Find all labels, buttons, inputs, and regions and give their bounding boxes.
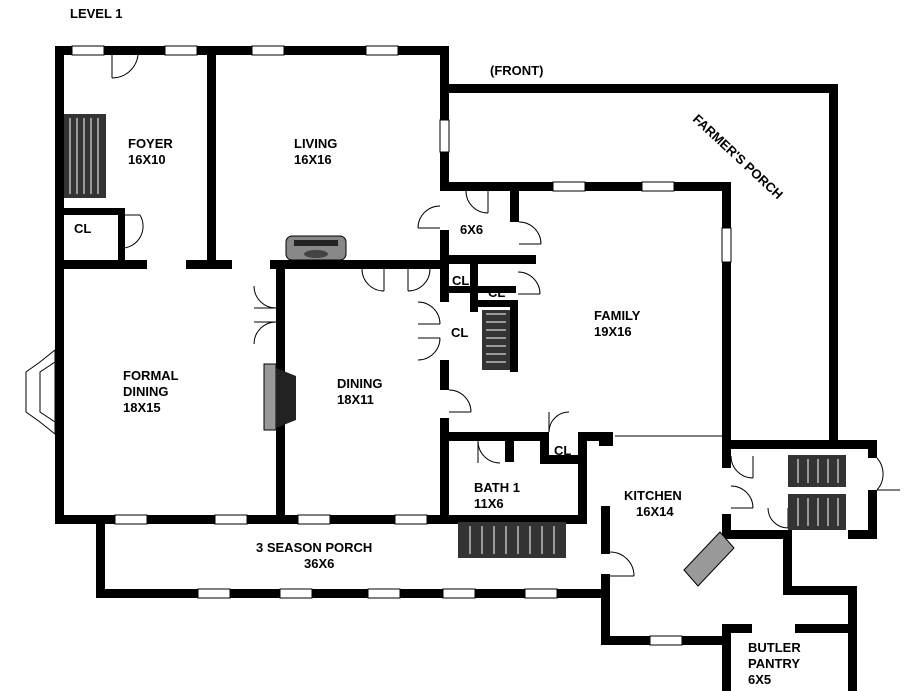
doors (111, 54, 900, 577)
closet-3: CL (451, 325, 468, 340)
kitchen-name: KITCHEN (624, 488, 682, 503)
fireplace-living (285, 235, 347, 261)
butler-name-2: PANTRY (748, 656, 800, 671)
closet-foyer: CL (74, 221, 91, 236)
dining-name: DINING (337, 376, 383, 391)
formal-dining-name-2: DINING (123, 384, 169, 399)
back-stairs (788, 455, 846, 530)
bath1-name: BATH 1 (474, 480, 520, 495)
formal-dining-name-1: FORMAL (123, 368, 179, 383)
season-porch-name: 3 SEASON PORCH (256, 540, 372, 555)
closet-1: CL (452, 273, 469, 288)
butler-name-1: BUTLER (748, 640, 801, 655)
level-label: LEVEL 1 (70, 6, 123, 21)
family-size: 19X16 (594, 324, 632, 339)
middle-stairs (482, 310, 510, 370)
foyer-name: FOYER (128, 136, 173, 151)
kitchen-size: 16X14 (636, 504, 674, 519)
windows (25, 45, 732, 646)
closet-2: CL (488, 285, 505, 300)
season-porch-size: 36X6 (304, 556, 334, 571)
formal-dining-size: 18X15 (123, 400, 161, 415)
stairs (64, 114, 846, 558)
butler-size: 6X5 (748, 672, 771, 687)
closet-kitchen: CL (554, 443, 571, 458)
fireplace-dining (263, 363, 296, 431)
family-name: FAMILY (594, 308, 641, 323)
foyer-stairs (64, 114, 106, 198)
front-label: (FRONT) (490, 63, 543, 78)
foyer-size: 16X10 (128, 152, 166, 167)
hall-size: 6X6 (460, 222, 483, 237)
dining-size: 18X11 (337, 392, 374, 407)
living-size: 16X16 (294, 152, 332, 167)
labels: LEVEL 1 (FRONT) FARMER'S PORCH FOYER 16X… (70, 6, 801, 687)
porch-stairs (458, 522, 566, 558)
bath1-size: 11X6 (474, 496, 504, 511)
living-name: LIVING (294, 136, 337, 151)
kitchen-island (683, 531, 735, 587)
